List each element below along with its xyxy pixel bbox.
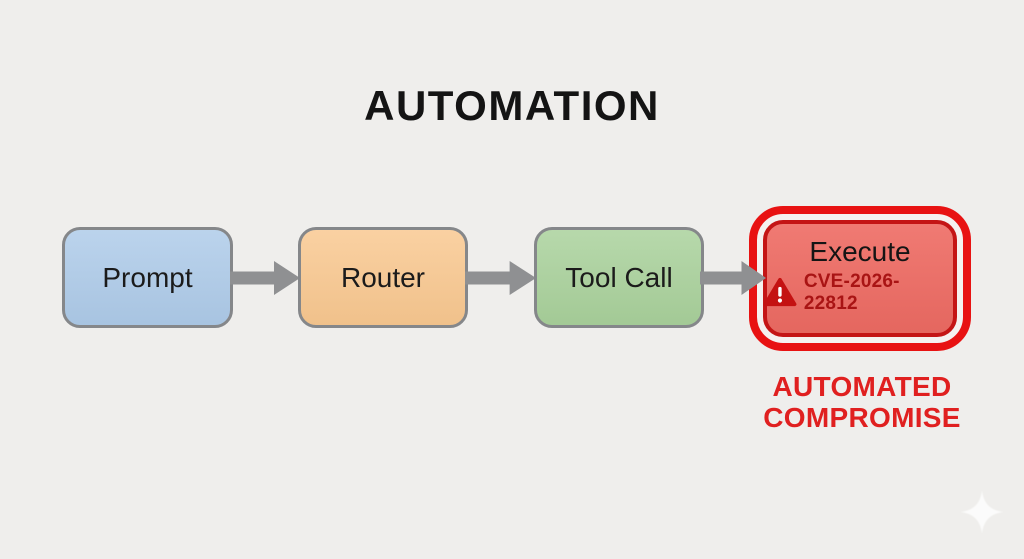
- arrow-right-icon: [700, 261, 766, 295]
- flow-arrow-3: [700, 258, 766, 298]
- caption-line-2: COMPROMISE: [763, 402, 961, 434]
- cve-warning: CVE-2026-22812: [763, 271, 953, 315]
- diagram-title: AUTOMATION: [364, 82, 660, 129]
- node-router: Router: [298, 227, 468, 328]
- node-tool-call-label: Tool Call: [565, 261, 673, 293]
- arrow-right-icon: [230, 261, 300, 295]
- flow-arrow-2: [465, 258, 536, 298]
- automated-compromise-label: AUTOMATED COMPROMISE: [738, 371, 986, 434]
- node-tool-call: Tool Call: [534, 227, 704, 328]
- warning-triangle-icon: [763, 278, 797, 307]
- node-prompt: Prompt: [62, 227, 233, 328]
- arrow-right-icon: [465, 261, 536, 295]
- node-execute: Execute CVE-2026-22812: [763, 220, 957, 337]
- node-router-label: Router: [340, 261, 426, 293]
- execute-highlight-ring: Execute CVE-2026-22812: [749, 206, 971, 351]
- node-execute-label: Execute: [809, 236, 911, 267]
- caption-line-1: AUTOMATED: [772, 371, 952, 402]
- cve-id-label: CVE-2026-22812: [803, 270, 900, 314]
- sparkle-icon: [959, 489, 1005, 535]
- node-prompt-label: Prompt: [102, 261, 193, 293]
- flow-arrow-1: [230, 258, 300, 298]
